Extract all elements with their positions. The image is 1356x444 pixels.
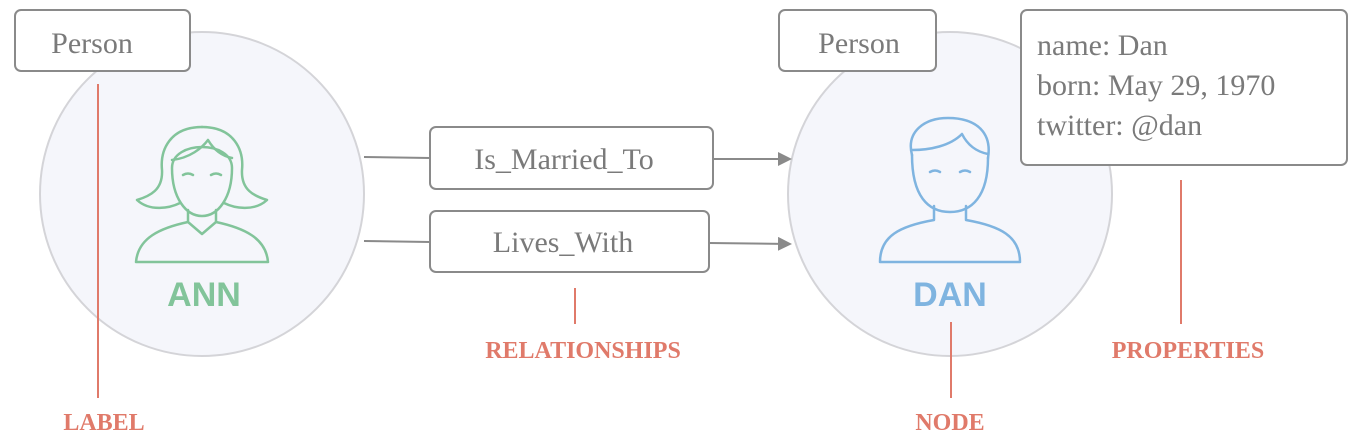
property-born: born: May 29, 1970 [1037, 69, 1275, 102]
relationship-label-married: Is_Married_To [474, 143, 654, 176]
ann-label-box[interactable] [14, 9, 191, 72]
ann-node-name: ANN [167, 276, 241, 314]
properties-box[interactable] [1020, 9, 1348, 166]
label-annotation: LABEL [63, 410, 144, 436]
relationships-annotation: RELATIONSHIPS [485, 338, 681, 364]
ann-node-circle[interactable] [39, 31, 365, 357]
ann-label-text: Person [51, 27, 133, 60]
relationship-box-lives[interactable] [429, 210, 710, 273]
dan-label-box[interactable] [778, 9, 937, 72]
lives-arrow-line-left [363, 240, 431, 243]
node-annotation: NODE [915, 410, 984, 436]
property-name: name: Dan [1037, 29, 1168, 62]
properties-annotation: PROPERTIES [1112, 338, 1265, 364]
married-arrow-line-left [363, 156, 431, 159]
dan-label-text: Person [818, 27, 900, 60]
woman-icon [134, 125, 270, 264]
man-icon [878, 116, 1022, 264]
lives-arrow-line-right [708, 236, 792, 251]
property-twitter: twitter: @dan [1037, 109, 1202, 142]
relationship-label-lives: Lives_With [493, 226, 633, 259]
dan-node-name: DAN [913, 276, 987, 314]
relationship-box-married[interactable] [429, 126, 714, 190]
